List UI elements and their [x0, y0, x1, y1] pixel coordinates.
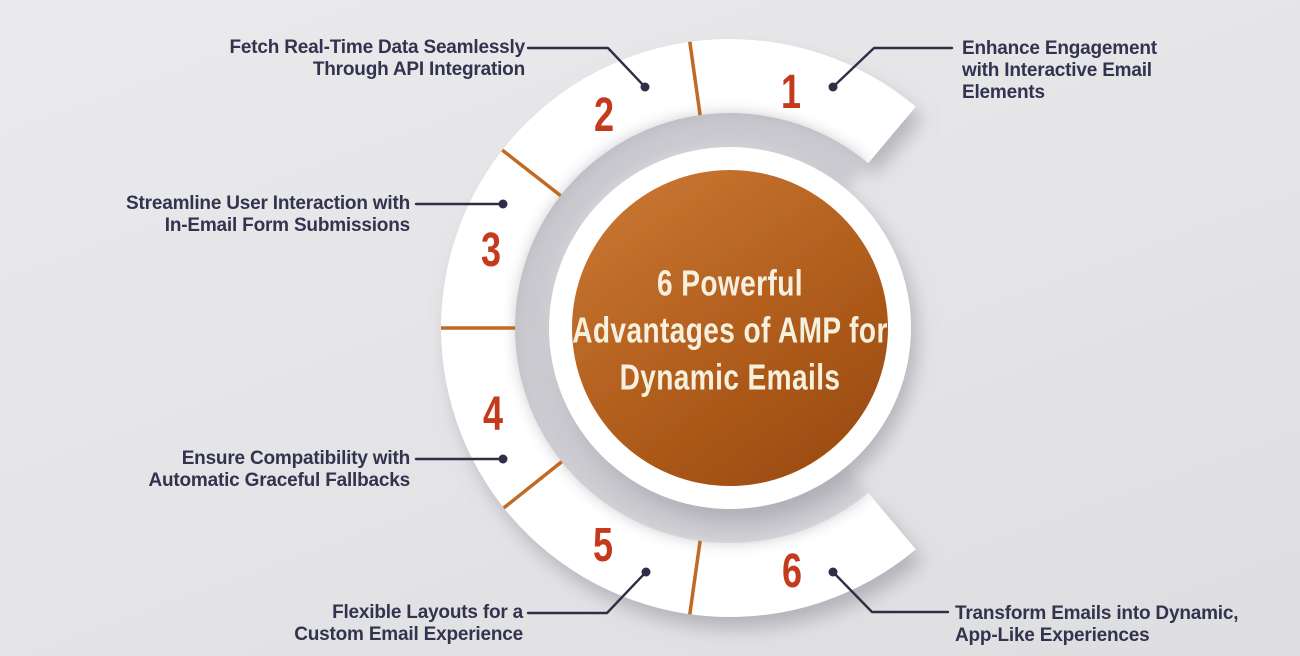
connector-dot-6 [828, 567, 838, 577]
label-5-line-1: Flexible Layouts for a [332, 602, 523, 623]
label-3-line-1: Streamline User Interaction with [126, 193, 410, 214]
label-item-4: Ensure Compatibility with Automatic Grac… [148, 448, 410, 492]
center-title-line-2: Advantages of AMP for [572, 309, 888, 351]
label-1-line-2: with Interactive Email [962, 60, 1152, 81]
label-5-line-2: Custom Email Experience [294, 624, 523, 645]
label-item-3: Streamline User Interaction with In-Emai… [126, 193, 410, 237]
label-3-line-2: In-Email Form Submissions [164, 215, 410, 236]
segment-number-1: 1 [780, 66, 802, 119]
connector-dot-1 [828, 82, 838, 92]
segment-divider-4-5 [502, 460, 563, 510]
connector-line-6 [831, 570, 950, 614]
segment-divider-2-3 [501, 148, 562, 197]
label-4-line-1: Ensure Compatibility with [181, 448, 411, 469]
segment-divider-1-2 [688, 41, 702, 116]
label-2-line-2: Through API Integration [312, 59, 525, 80]
connector-line-5 [526, 570, 648, 615]
center-title-line-1: 6 Powerful [657, 262, 803, 304]
connector-dot-3 [498, 199, 508, 209]
segment-number-6: 6 [781, 545, 803, 598]
center-circle-fill [572, 170, 888, 486]
label-4-line-2: Automatic Graceful Fallbacks [148, 470, 410, 491]
progress-ring [441, 39, 916, 618]
connector-dot-2 [640, 82, 650, 92]
connector-dot-4 [498, 454, 508, 464]
segment-number-3: 3 [480, 224, 502, 277]
inner-shading-arc [515, 113, 869, 543]
label-item-1: Enhance Engagement with Interactive Emai… [962, 38, 1157, 104]
center-title-line-3: Dynamic Emails [619, 356, 841, 398]
center-title: 6 Powerful Advantages of AMP for Dynamic… [512, 260, 949, 401]
label-2-line-1: Fetch Real-Time Data Seamlessly [229, 37, 526, 58]
connector-line-1 [831, 46, 954, 89]
label-item-5: Flexible Layouts for a Custom Email Expe… [294, 602, 523, 646]
label-1-line-1: Enhance Engagement [962, 38, 1157, 59]
segment-divider-5-6 [688, 540, 702, 615]
connector-dot-5 [641, 567, 651, 577]
connector-line-2 [526, 46, 647, 89]
label-1-line-3: Elements [962, 82, 1045, 103]
segment-number-5: 5 [592, 519, 614, 572]
center-circle [549, 147, 911, 509]
segment-number-4: 4 [482, 388, 504, 441]
label-6-line-2: App-Like Experiences [955, 625, 1150, 646]
label-item-6: Transform Emails into Dynamic, App-Like … [955, 603, 1239, 647]
label-item-2: Fetch Real-Time Data Seamlessly Through … [229, 37, 526, 81]
segment-number-2: 2 [593, 89, 615, 142]
label-6-line-1: Transform Emails into Dynamic, [955, 603, 1239, 624]
